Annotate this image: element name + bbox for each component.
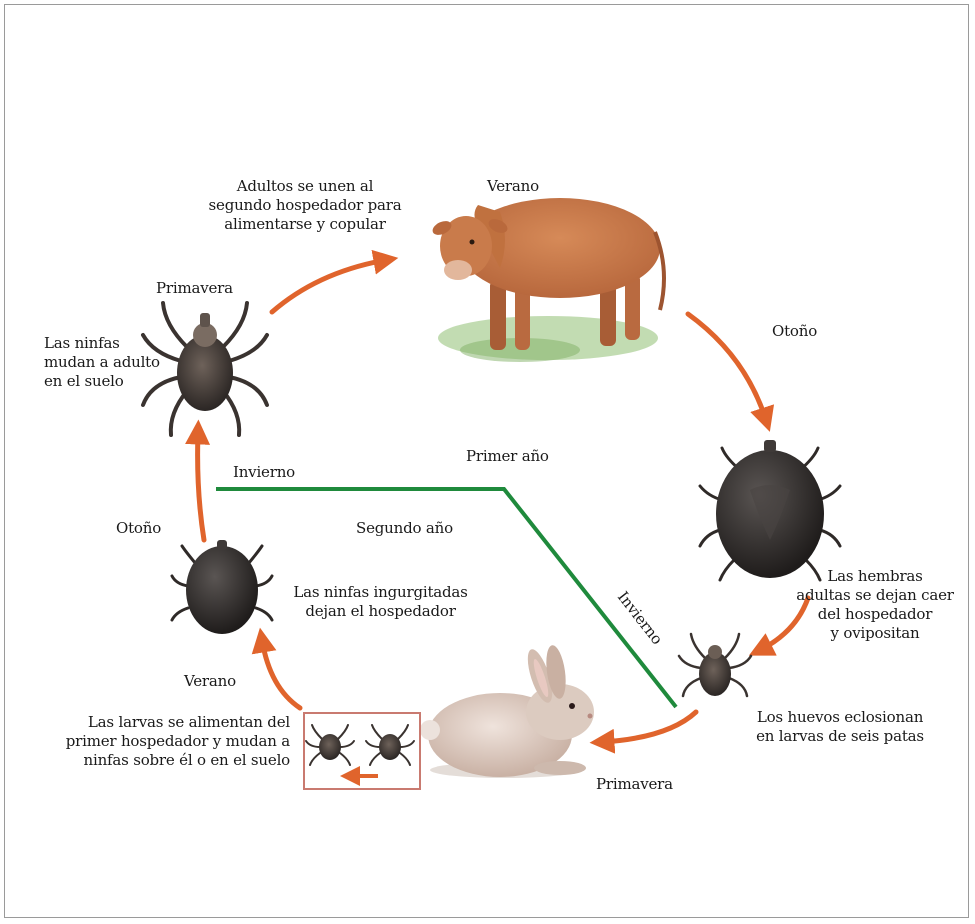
calf-illustration [430,198,664,362]
label-line: Adultos se unen al [205,177,405,196]
label-line: mudan a adulto [44,353,160,372]
rabbit-illustration [420,644,594,778]
label-line: Las ninfas ingurgitadas [288,583,473,602]
label-line: primer hospedador y mudan a [38,732,290,751]
label-segundo-ano: Segundo año [356,519,453,538]
label-line: en el suelo [44,372,160,391]
label-primer-ano: Primer año [466,447,549,466]
label-verano-top: Verano [487,177,539,196]
label-primavera-top: Primavera [156,279,233,298]
label-nymphs-molt: Las ninfasmudan a adultoen el suelo [44,334,160,391]
label-females-drop: Las hembrasadultas se dejan caerdel hosp… [785,567,965,643]
label-line: segundo hospedador para [205,196,405,215]
label-line: Los huevos eclosionan [740,708,940,727]
larva-tick [679,634,751,696]
label-line: ninfas sobre él o en el suelo [38,751,290,770]
arrow-to-calf [272,260,386,312]
label-line: en larvas de seis patas [740,727,940,746]
arrow-larva-to-rabbit [602,712,696,742]
arrow-nymph-to-adult [198,432,204,540]
adult-tick [143,303,267,435]
label-line: y ovipositan [785,624,965,643]
label-line: del hospedador [785,605,965,624]
label-line: Las ninfas [44,334,160,353]
arrow-rabbit-to-nymph [262,640,300,708]
label-line: Las larvas se alimentan del [38,713,290,732]
label-adults-join: Adultos se unen alsegundo hospedador par… [205,177,405,234]
label-engorged-nymphs: Las ninfas ingurgitadasdejan el hospedad… [288,583,473,621]
engorged-nymph-tick [172,540,272,634]
larvae-inset-box [304,713,420,789]
label-primavera-bottom: Primavera [596,775,673,794]
label-otono-right: Otoño [772,322,817,341]
arrow-calf-to-female [688,314,766,420]
label-verano-bottom: Verano [184,672,236,691]
engorged-female-tick [700,440,840,580]
label-otono-left: Otoño [116,519,161,538]
label-line: Las hembras [785,567,965,586]
label-line: adultas se dejan caer [785,586,965,605]
label-invierno-left: Invierno [233,463,295,482]
label-line: alimentarse y copular [205,215,405,234]
label-line: dejan el hospedador [288,602,473,621]
label-larvae-feed: Las larvas se alimentan delprimer hosped… [38,713,290,770]
label-eggs-hatch: Los huevos eclosionanen larvas de seis p… [740,708,940,746]
